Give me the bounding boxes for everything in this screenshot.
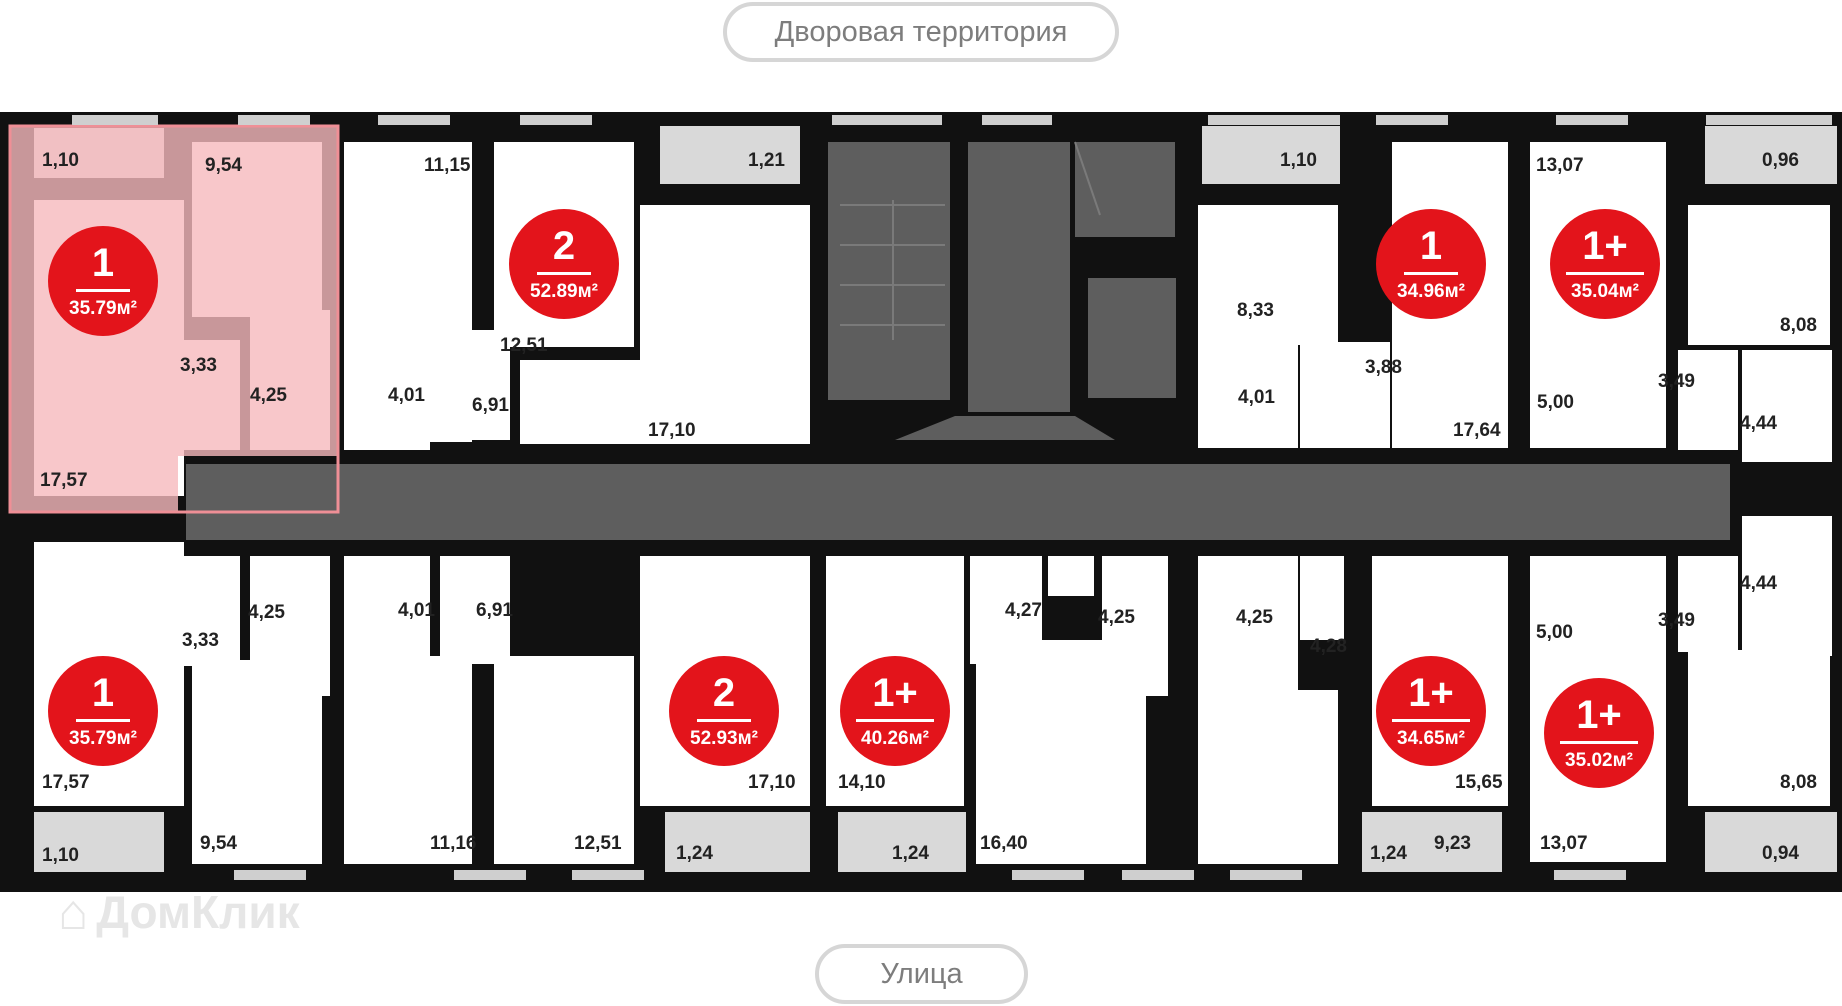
courtyard-label: Дворовая территория — [723, 2, 1119, 62]
room-area-label: 4,25 — [1098, 607, 1135, 628]
room-area-label: 1,24 — [1370, 843, 1407, 864]
room-area-label: 3,49 — [1658, 610, 1695, 631]
room-area-label: 3,49 — [1658, 371, 1695, 392]
room-area-label: 12,51 — [500, 335, 548, 356]
apartment-rooms: 1+ — [1560, 695, 1638, 744]
apartment-badge-a2[interactable]: 2 52.89м² — [509, 209, 619, 319]
stairwell — [828, 142, 950, 400]
room-area-label: 1,21 — [748, 150, 785, 171]
room-area-label: 0,94 — [1762, 843, 1799, 864]
street-label: Улица — [815, 944, 1028, 1004]
room-area-label: 11,15 — [424, 155, 471, 176]
watermark-text: ДомКлик — [96, 886, 300, 938]
room-area-label: 4,27 — [1005, 600, 1042, 621]
room-area-label: 17,10 — [748, 772, 796, 793]
elevator-shaft — [1075, 142, 1175, 237]
apartment-rooms: 1 — [75, 673, 131, 722]
room-area-label: 1,10 — [1280, 150, 1317, 171]
apartment-area: 35.79м² — [69, 727, 137, 749]
apartment-badge-a9[interactable]: 1+ 35.02м² — [1544, 678, 1654, 788]
room-area-label: 16,40 — [980, 833, 1028, 854]
room-area-label: 3,33 — [180, 355, 217, 376]
room-area-label: 1,24 — [676, 843, 713, 864]
room-area-label: 3,33 — [182, 630, 219, 651]
apartment-badge-a3[interactable]: 1 34.96м² — [1376, 209, 1486, 319]
elevator-shaft-2 — [1088, 278, 1176, 398]
room-area-label: 1,24 — [892, 843, 929, 864]
room-area-label: 11,16 — [430, 833, 477, 854]
apartment-area: 40.26м² — [861, 727, 929, 749]
room-area-label: 9,54 — [200, 833, 237, 854]
apartment-rooms: 1 — [75, 243, 131, 292]
apartment-rooms: 1+ — [856, 673, 934, 722]
apartment-area: 34.65м² — [1397, 727, 1465, 749]
room-area-label: 1,10 — [42, 150, 79, 171]
apartment-rooms: 1 — [1403, 226, 1459, 275]
room-area-label: 8,08 — [1780, 315, 1817, 336]
room-area-label: 13,07 — [1540, 833, 1588, 854]
apartment-area: 34.96м² — [1397, 280, 1465, 302]
apartment-rooms: 2 — [536, 226, 592, 275]
room-area-label: 6,91 — [476, 600, 513, 621]
room-area-label: 8,08 — [1780, 772, 1817, 793]
room-area-label: 1,10 — [42, 845, 79, 866]
apartment-area: 52.89м² — [530, 280, 598, 302]
room-area-label: 9,54 — [205, 155, 242, 176]
apartment-badge-a4[interactable]: 1+ 35.04м² — [1550, 209, 1660, 319]
room-area-label: 4,25 — [1236, 607, 1273, 628]
room-area-label: 8,33 — [1237, 300, 1274, 321]
room-area-label: 12,51 — [574, 833, 622, 854]
room-area-label: 4,01 — [398, 600, 435, 621]
room-area-label: 4,25 — [248, 602, 285, 623]
room-area-label: 5,00 — [1537, 392, 1574, 413]
room-area-label: 4,01 — [1238, 387, 1275, 408]
stair-steps — [840, 200, 945, 340]
apartment-area: 52.93м² — [690, 727, 758, 749]
room-area-label: 17,10 — [648, 420, 696, 441]
room-area-label: 4,01 — [388, 385, 425, 406]
apartment-area: 35.04м² — [1571, 280, 1639, 302]
room-area-label: 5,00 — [1536, 622, 1573, 643]
corridor-widening — [895, 416, 1115, 440]
apartment-badge-a8[interactable]: 1+ 34.65м² — [1376, 656, 1486, 766]
corridor — [186, 464, 1730, 540]
room-area-label: 17,64 — [1453, 420, 1501, 441]
apartment-badge-a7[interactable]: 1+ 40.26м² — [840, 656, 950, 766]
stair-landing — [968, 142, 1070, 412]
apartment-rooms: 1+ — [1392, 673, 1470, 722]
room-area-label: 15,65 — [1455, 772, 1503, 793]
apartment-area: 35.02м² — [1565, 749, 1633, 771]
windows — [72, 115, 1832, 880]
room-area-label: 3,88 — [1365, 357, 1402, 378]
room-area-label: 0,96 — [1762, 150, 1799, 171]
apartment-badge-a5[interactable]: 1 35.79м² — [48, 656, 158, 766]
room-area-label: 4,28 — [1310, 636, 1347, 657]
home-icon: ⌂ — [58, 884, 89, 940]
apartment-area: 35.79м² — [69, 297, 137, 319]
room-area-label: 13,07 — [1536, 155, 1584, 176]
apartment-rooms: 1+ — [1566, 226, 1644, 275]
room-area-label: 4,44 — [1740, 413, 1777, 434]
apartment-rooms: 2 — [696, 673, 752, 722]
room-area-label: 14,10 — [838, 772, 886, 793]
room-area-label: 17,57 — [42, 772, 90, 793]
room-area-label: 9,23 — [1434, 833, 1471, 854]
room-area-label: 6,91 — [472, 395, 509, 416]
apartment-highlight — [10, 126, 338, 512]
apartment-badge-a1[interactable]: 1 35.79м² — [48, 226, 158, 336]
apartment-badge-a6[interactable]: 2 52.93м² — [669, 656, 779, 766]
room-area-label: 17,57 — [40, 470, 88, 491]
room-area-label: 4,25 — [250, 385, 287, 406]
watermark: ⌂ ДомКлик — [58, 883, 300, 941]
room-area-label: 4,44 — [1740, 573, 1777, 594]
